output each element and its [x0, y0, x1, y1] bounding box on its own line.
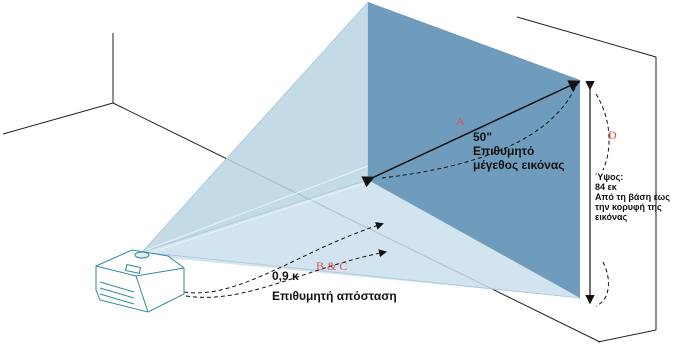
projection-beam — [140, 0, 581, 299]
height-line2: την κορυφή της — [595, 202, 662, 212]
letter-a: A — [456, 114, 465, 128]
screen-size-line2: μέγεθος εικόνας — [473, 158, 565, 172]
screen-size-label: 50" Επιθυμητό μέγεθος εικόνας — [473, 130, 564, 172]
height-dashed-curve-bottom — [595, 261, 609, 307]
distance-dashed-curve-upper — [183, 222, 384, 294]
room-floor-left-edge — [2, 102, 114, 135]
distance-label: 0,9 κ Επιθυμητή απόσταση — [272, 266, 397, 306]
letter-bc: B & C — [316, 259, 348, 273]
wall-top-edge — [516, 16, 657, 58]
distance-value: 0,9 κ — [272, 269, 299, 283]
distance-text: Επιθυμητή απόσταση — [272, 289, 397, 303]
diagonal-dashed-curve — [381, 87, 576, 179]
height-dashed-curve-top — [595, 93, 610, 171]
height-line3: εικόνας — [595, 212, 628, 222]
height-label: Ύψος: 84 εκ Από τη βάση έως την κορυφή τ… — [595, 172, 670, 222]
height-line1: Από τη βάση έως — [595, 192, 670, 202]
height-value: 84 εκ — [595, 182, 617, 192]
wall-bottom-edge — [597, 329, 657, 343]
height-title: Ύψος: — [595, 172, 624, 182]
distance-dashed-curve-lower — [185, 249, 387, 298]
screen-size-value: 50" — [473, 130, 493, 144]
screen-size-line1: Επιθυμητό — [473, 144, 535, 158]
projector — [95, 249, 185, 313]
letter-d: D — [608, 128, 617, 142]
beam-bottom-face — [142, 180, 580, 298]
diagonal-arrow — [361, 80, 581, 188]
